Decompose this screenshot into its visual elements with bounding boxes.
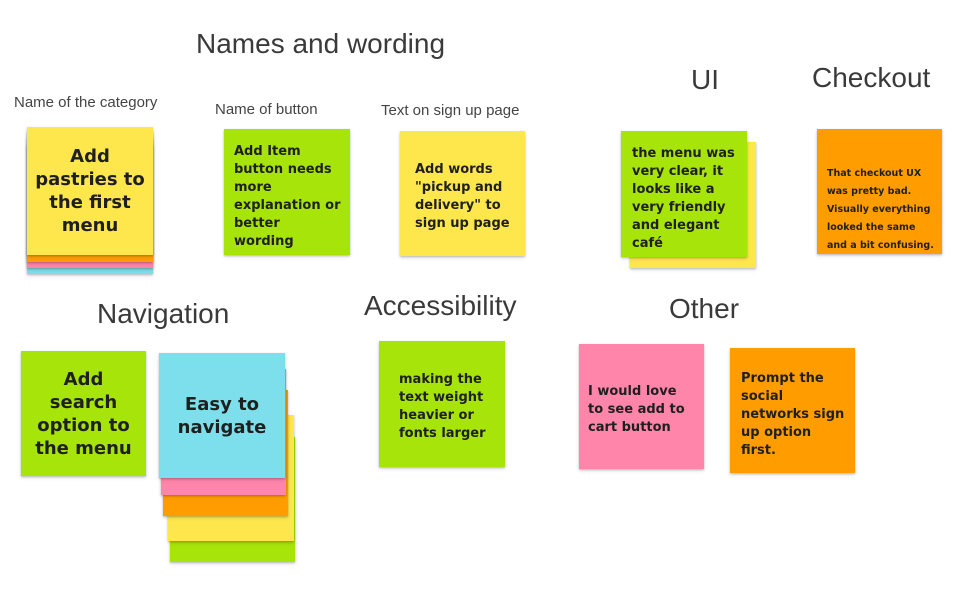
sticky-text: Prompt the social networks sign up optio… bbox=[741, 371, 845, 458]
heading-navigation: Navigation bbox=[97, 298, 230, 329]
sticky-easy-to-navigate[interactable]: Easy to navigate bbox=[159, 353, 285, 478]
sticky-menu-clear[interactable]: the menu was very clear, it looks like a… bbox=[621, 131, 747, 257]
sticky-checkout-ux[interactable]: That checkout UX was pretty bad. Visuall… bbox=[817, 129, 942, 254]
sticky-add-pastries[interactable]: Add pastries to the first menu bbox=[27, 127, 153, 255]
heading-other: Other bbox=[669, 293, 740, 324]
label-text-on-signup: Text on sign up page bbox=[381, 102, 520, 119]
sticky-text: Add words "pickup and delivery" to sign … bbox=[415, 162, 510, 231]
sticky-text: making the text weight heavier or fonts … bbox=[399, 372, 486, 441]
sticky-text: I would love to see add to cart button bbox=[588, 384, 685, 435]
sticky-text: Easy to navigate bbox=[177, 393, 267, 438]
sticky-text: That checkout UX was pretty bad. Visuall… bbox=[827, 168, 934, 251]
heading-ui: UI bbox=[691, 64, 719, 95]
sticky-pickup-delivery[interactable]: Add words "pickup and delivery" to sign … bbox=[400, 131, 525, 256]
sticky-add-search[interactable]: Add search option to the menu bbox=[21, 351, 146, 476]
heading-names-and-wording: Names and wording bbox=[196, 28, 446, 59]
sticky-social-networks[interactable]: Prompt the social networks sign up optio… bbox=[730, 348, 855, 473]
sticky-text: Add Item button needs more explanation o… bbox=[234, 144, 341, 249]
sticky-accessibility[interactable]: making the text weight heavier or fonts … bbox=[379, 341, 505, 467]
sticky-text: Add search option to the menu bbox=[35, 368, 132, 459]
sticky-text: Add pastries to the first menu bbox=[35, 146, 145, 236]
label-name-of-category: Name of the category bbox=[14, 94, 158, 111]
heading-accessibility: Accessibility bbox=[364, 290, 517, 321]
sticky-add-to-cart[interactable]: I would love to see add to cart button bbox=[579, 344, 704, 469]
sticky-add-item-button[interactable]: Add Item button needs more explanation o… bbox=[224, 129, 350, 255]
label-name-of-button: Name of button bbox=[215, 101, 318, 118]
heading-checkout: Checkout bbox=[812, 62, 931, 93]
sticky-text: the menu was very clear, it looks like a… bbox=[632, 146, 735, 251]
